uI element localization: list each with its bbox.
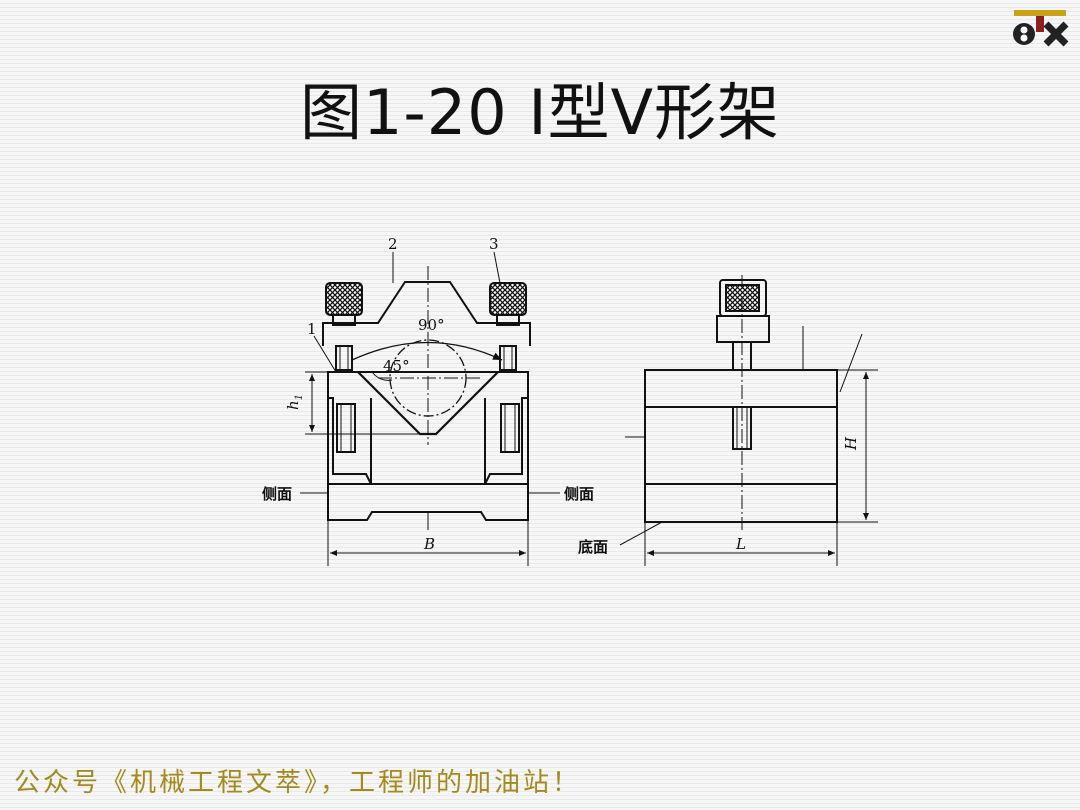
dim-h1-label: h1 [284, 394, 305, 410]
company-logo-icon [1013, 10, 1069, 47]
side-view [619, 275, 878, 566]
side-face-left-label: 侧面 [262, 485, 292, 503]
side-body [644, 369, 838, 523]
bottom-face-label: 底面 [578, 538, 608, 556]
part-number-1: 1 [307, 320, 317, 338]
dim-b-label: B [423, 535, 435, 553]
v-block-body [327, 371, 529, 521]
side-face-right-label: 侧面 [564, 485, 594, 503]
footer-text: 公众号《机械工程文萃》，工程师的加油站！ [14, 768, 582, 798]
dim-l-label: L [735, 535, 746, 553]
screw-knob-left [325, 282, 363, 316]
dim-h-label: H [842, 436, 860, 451]
part-number-3: 3 [489, 235, 499, 253]
front-view [300, 251, 560, 566]
angle-45-label: 45° [383, 357, 410, 375]
angle-90-label: 90° [418, 316, 445, 334]
part-number-2: 2 [388, 235, 398, 253]
screw-knob-right [489, 282, 527, 316]
page-title: 图1-20 Ⅰ型V形架 [299, 76, 781, 149]
